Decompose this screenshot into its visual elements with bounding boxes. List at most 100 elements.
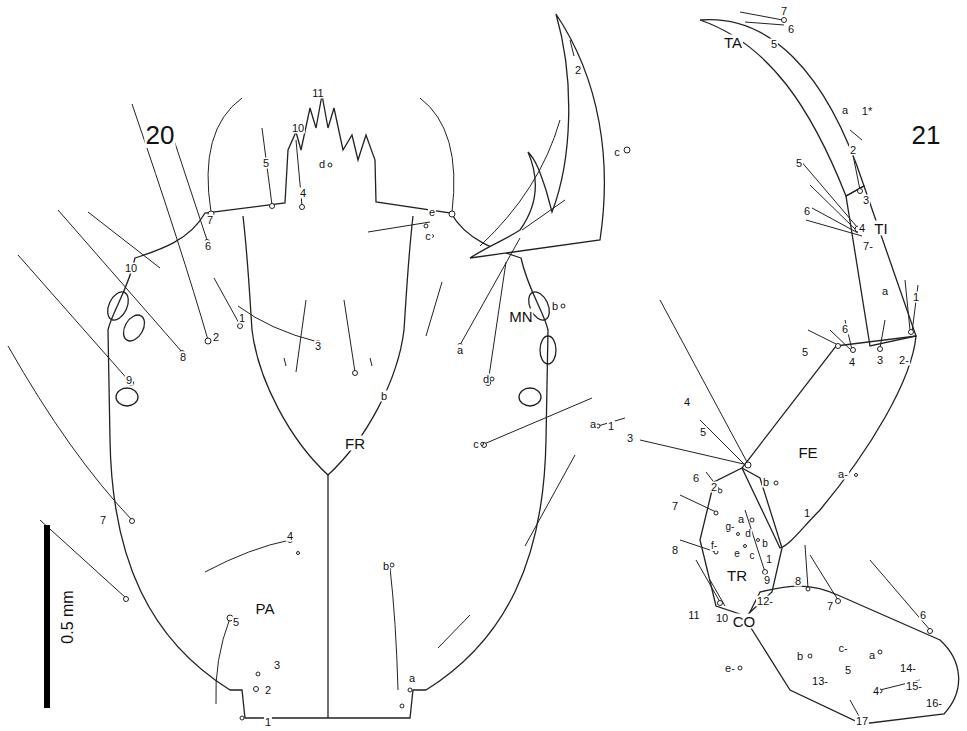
callout-letter: a [456, 345, 464, 356]
callout-number: 10 [715, 613, 729, 624]
callout-number: 17 [855, 716, 869, 727]
leg-sockets-part [757, 539, 760, 542]
leg-setae-part [810, 555, 838, 600]
head-capsule-part [243, 216, 413, 475]
segment-name: PA [255, 601, 276, 616]
head-setae-part [216, 618, 230, 704]
callout-number: 2 [849, 145, 857, 156]
setal-sockets-part [400, 704, 404, 708]
head-setae-part [420, 98, 454, 212]
callout-number: 5 [795, 158, 803, 169]
callout-number: 3 [876, 355, 884, 366]
head-setae-part [58, 210, 182, 352]
callout-number: 5 [232, 617, 240, 628]
callout-number: 1 [607, 421, 615, 432]
callout-number: 6 [841, 324, 849, 335]
head-setae-part [214, 278, 240, 325]
callout-number: 4 [858, 223, 866, 234]
callout-number: 8 [671, 545, 679, 556]
leg-setae-part [745, 22, 784, 25]
head-setae-part [426, 282, 442, 336]
callout-letter: c [424, 231, 432, 242]
callout-letter: c- [837, 643, 848, 654]
setal-sockets-part [424, 224, 428, 228]
leg-sockets-part [806, 587, 810, 591]
head-setae-part [390, 568, 398, 690]
leg-sockets-part [808, 654, 812, 658]
head-capsule-part [519, 388, 541, 406]
scale-label: 0.5 mm [60, 589, 76, 644]
callout-number: 6 [204, 241, 212, 252]
setal-sockets-part [254, 687, 259, 692]
head-capsule-part [108, 95, 548, 718]
leg-setae-part [805, 545, 808, 588]
leg-setae-part [710, 580, 725, 606]
leg-setae-part [696, 560, 720, 602]
callout-number: 6 [692, 473, 700, 484]
leg-sockets-part [745, 462, 751, 468]
head-setae-part [205, 540, 290, 572]
setal-sockets [124, 147, 631, 720]
callout-number: 3 [626, 433, 634, 444]
head-capsule-part [540, 336, 556, 364]
callout-number: 11 [687, 610, 700, 621]
mandible-part [470, 14, 604, 258]
head-setae-part [8, 346, 132, 520]
leg-sockets-part [718, 601, 723, 606]
setal-sockets-part [482, 443, 487, 448]
leg-sockets-part [782, 18, 787, 23]
leg-outline [700, 20, 959, 724]
setal-sockets-part [328, 163, 332, 167]
callout-letter: e [733, 549, 741, 559]
segment-name: MN [508, 309, 533, 324]
callout-number: 8 [179, 352, 187, 363]
head-setae-part [522, 200, 565, 230]
callout-number: 9 [763, 575, 771, 586]
head-capsule-part [116, 388, 138, 406]
segment-name: TI [873, 221, 888, 236]
callout-letter: d [744, 529, 752, 539]
callout-letter: b [382, 561, 390, 572]
callout-number: 2 [212, 332, 220, 343]
callout-number: 2 [264, 685, 272, 696]
head-setae-part [525, 455, 575, 546]
head-capsule-part [104, 289, 133, 324]
callout-number: 10 [291, 123, 305, 134]
callout-number: 4 [286, 531, 294, 542]
callout-number: 7- [862, 241, 874, 252]
leg-setae-part [870, 560, 930, 630]
setal-sockets-part [205, 338, 211, 344]
head-setae-part [460, 238, 520, 345]
callout-letter: a [868, 650, 876, 661]
callout-letter: a [841, 105, 849, 116]
setal-sockets-part [300, 205, 305, 210]
setal-sockets-part [408, 688, 412, 692]
head-setae-part [344, 300, 355, 372]
setal-sockets-part [561, 304, 565, 308]
leg-setae-part [852, 150, 860, 190]
segment-name: CO [732, 614, 757, 629]
callout-letter: c [749, 551, 756, 561]
callout-number: 4 [683, 397, 691, 408]
setal-sockets-part [270, 204, 275, 209]
head-setae-part [570, 40, 574, 56]
leg-setae-part [880, 320, 885, 348]
head-setae-part [18, 255, 130, 382]
callout-letter: e [428, 207, 436, 218]
scale-bar [44, 525, 50, 708]
callout-number: 3 [314, 341, 322, 352]
callout-letter: b [761, 539, 769, 549]
head-setae-part [262, 128, 272, 205]
callout-number: 7 [671, 501, 679, 512]
leg-sockets-part [858, 189, 863, 194]
callout-number: 1 [765, 555, 773, 565]
setal-sockets-part [490, 377, 494, 381]
leg-sockets-part [737, 533, 740, 536]
callout-number: 15- [905, 681, 923, 692]
leg-setae-part [806, 220, 862, 236]
head-setae-part [488, 262, 506, 383]
callout-letter: b [380, 391, 388, 402]
callout-number: 7 [780, 6, 788, 17]
